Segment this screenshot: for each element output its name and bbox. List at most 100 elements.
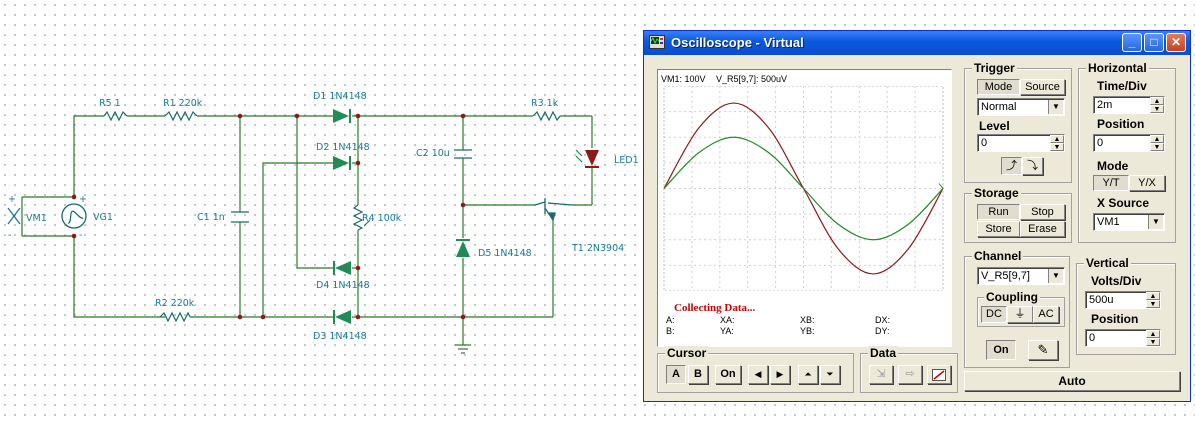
capacitor-c2[interactable]	[454, 149, 472, 159]
channel-select[interactable]: V_R5[9,7] ▼	[977, 267, 1065, 285]
resistor-r3[interactable]	[532, 110, 561, 122]
capacitor-c1[interactable]	[231, 211, 249, 223]
timediv-input[interactable]: 2m ▲ ▼	[1093, 96, 1165, 114]
spin-down-icon[interactable]: ▼	[1150, 105, 1164, 113]
dc-button[interactable]: DC	[981, 306, 1007, 323]
oscilloscope-window[interactable]: Oscilloscope - Virtual _ □ ✕ VM1: 100V V…	[643, 30, 1191, 402]
spin-up-icon[interactable]: ▲	[1150, 135, 1164, 143]
coupling-title: Coupling	[984, 290, 1040, 304]
spin-down-icon[interactable]: ▼	[1146, 338, 1160, 346]
yx-button[interactable]: Y/X	[1129, 175, 1165, 191]
cursor-dx-label: DX:	[875, 315, 891, 325]
ac-button[interactable]: AC	[1033, 306, 1059, 323]
trigger-level-value: 0	[981, 137, 988, 149]
cursor-b-label: B:	[666, 326, 675, 336]
label-vm1-plus: +	[8, 194, 16, 205]
voltmeter-vm1[interactable]	[7, 207, 21, 225]
diode-d2[interactable]	[333, 156, 351, 170]
falling-edge-button[interactable]: ⤵	[1022, 157, 1043, 175]
plot-button[interactable]	[927, 365, 951, 384]
trigger-source-button[interactable]: Source	[1020, 79, 1065, 95]
arrow-down-icon: ⏷	[826, 369, 834, 379]
xsource-select[interactable]: VM1 ▼	[1093, 213, 1165, 231]
trigger-level-marker	[938, 183, 944, 194]
cursor-title: Cursor	[665, 346, 709, 360]
label-r4: R4 100k	[362, 213, 402, 224]
spin-up-icon[interactable]: ▲	[1050, 135, 1064, 143]
voltsdiv-label: Volts/Div	[1091, 274, 1142, 288]
h-position-label: Position	[1097, 117, 1145, 131]
channel-on-button[interactable]: On	[986, 340, 1016, 360]
rising-edge-button[interactable]: ⤴	[1001, 157, 1022, 175]
chevron-down-icon[interactable]: ▼	[1048, 100, 1063, 114]
label-c1: C1 1n	[197, 212, 225, 223]
cursor-a-button[interactable]: A	[666, 365, 686, 384]
v-position-input[interactable]: 0 ▲ ▼	[1085, 329, 1161, 347]
spin-down-icon[interactable]: ▼	[1146, 300, 1160, 308]
cursor-b-button[interactable]: B	[688, 365, 708, 384]
diode-d1[interactable]	[333, 109, 351, 123]
storage-panel: Storage Run Stop Store Erase	[964, 186, 1072, 243]
color-picker-button[interactable]: ✎	[1028, 340, 1058, 360]
trigger-mode-select[interactable]: Normal ▼	[977, 98, 1065, 116]
diode-d5[interactable]	[456, 239, 470, 257]
falling-edge-icon: ⤵	[1027, 160, 1038, 172]
voltsdiv-value: 500u	[1089, 294, 1114, 306]
chevron-down-icon[interactable]: ▼	[1148, 215, 1163, 229]
cursor-panel: Cursor A B On ◀ ▶ ⏶ ⏷	[657, 346, 854, 393]
label-vg1-minus: -	[79, 230, 82, 241]
resistor-r1[interactable]	[164, 110, 198, 122]
yt-button[interactable]: Y/T	[1093, 175, 1129, 191]
spin-up-icon[interactable]: ▲	[1150, 97, 1164, 105]
spin-up-icon[interactable]: ▲	[1146, 292, 1160, 300]
spin-up-icon[interactable]: ▲	[1146, 330, 1160, 338]
import-button[interactable]: ⇲	[869, 365, 893, 384]
export-button[interactable]: ⇨	[898, 365, 922, 384]
close-button[interactable]: ✕	[1166, 33, 1186, 52]
trigger-level-input[interactable]: 0 ▲ ▼	[977, 134, 1065, 152]
cursor-down-button[interactable]: ⏷	[820, 365, 840, 384]
cursor-on-button[interactable]: On	[715, 365, 741, 384]
h-position-input[interactable]: 0 ▲ ▼	[1093, 134, 1165, 152]
resistor-r2[interactable]	[159, 311, 191, 323]
label-c2: C2 10u	[416, 148, 450, 159]
resistor-r4[interactable]	[352, 204, 364, 231]
diode-d4[interactable]	[333, 261, 351, 275]
erase-button[interactable]: Erase	[1020, 221, 1065, 237]
waveform-plot	[663, 86, 944, 291]
v-position-value: 0	[1089, 332, 1096, 344]
trigger-title: Trigger	[972, 61, 1017, 75]
spin-down-icon[interactable]: ▼	[1150, 143, 1164, 151]
voltsdiv-input[interactable]: 500u ▲ ▼	[1085, 291, 1161, 309]
cursor-up-button[interactable]: ⏶	[798, 365, 818, 384]
label-r2: R2 220k	[155, 298, 195, 309]
run-button[interactable]: Run	[977, 204, 1020, 220]
cursor-left-button[interactable]: ◀	[748, 365, 768, 384]
label-r5: R5 1	[99, 98, 121, 109]
ground-button[interactable]: ⏚	[1007, 306, 1033, 323]
minimize-icon: _	[1128, 35, 1136, 49]
cursor-xa-label: XA:	[720, 315, 735, 325]
cursor-right-button[interactable]: ▶	[770, 365, 790, 384]
transistor-t1[interactable]	[534, 198, 573, 222]
trigger-mode-button[interactable]: Mode	[977, 79, 1020, 95]
auto-button[interactable]: Auto	[964, 371, 1180, 391]
timediv-label: Time/Div	[1097, 79, 1147, 93]
resistor-r5[interactable]	[103, 110, 128, 122]
store-button[interactable]: Store	[977, 221, 1020, 237]
stop-button[interactable]: Stop	[1020, 204, 1065, 220]
signal-source-vg1[interactable]	[61, 203, 87, 229]
scope-display[interactable]: VM1: 100V V_R5[9,7]: 500uV Collecting Da…	[657, 69, 952, 347]
chevron-down-icon[interactable]: ▼	[1048, 269, 1063, 283]
title-bar[interactable]: Oscilloscope - Virtual _ □ ✕	[644, 31, 1190, 55]
minimize-button[interactable]: _	[1122, 33, 1142, 52]
channel-value: V_R5[9,7]	[981, 270, 1030, 282]
diode-d3[interactable]	[333, 310, 351, 324]
led-led1[interactable]	[575, 149, 599, 168]
spin-down-icon[interactable]: ▼	[1050, 143, 1064, 151]
circuit-schematic[interactable]: VM1 VG1 R5 1 R1 220k R2 220k C1 1n D1 1N…	[0, 0, 640, 424]
maximize-button[interactable]: □	[1144, 33, 1164, 52]
label-vm1-minus: -	[8, 230, 11, 241]
vertical-panel: Vertical Volts/Div 500u ▲ ▼ Position 0 ▲…	[1076, 256, 1176, 355]
label-vm1: VM1	[26, 213, 47, 224]
